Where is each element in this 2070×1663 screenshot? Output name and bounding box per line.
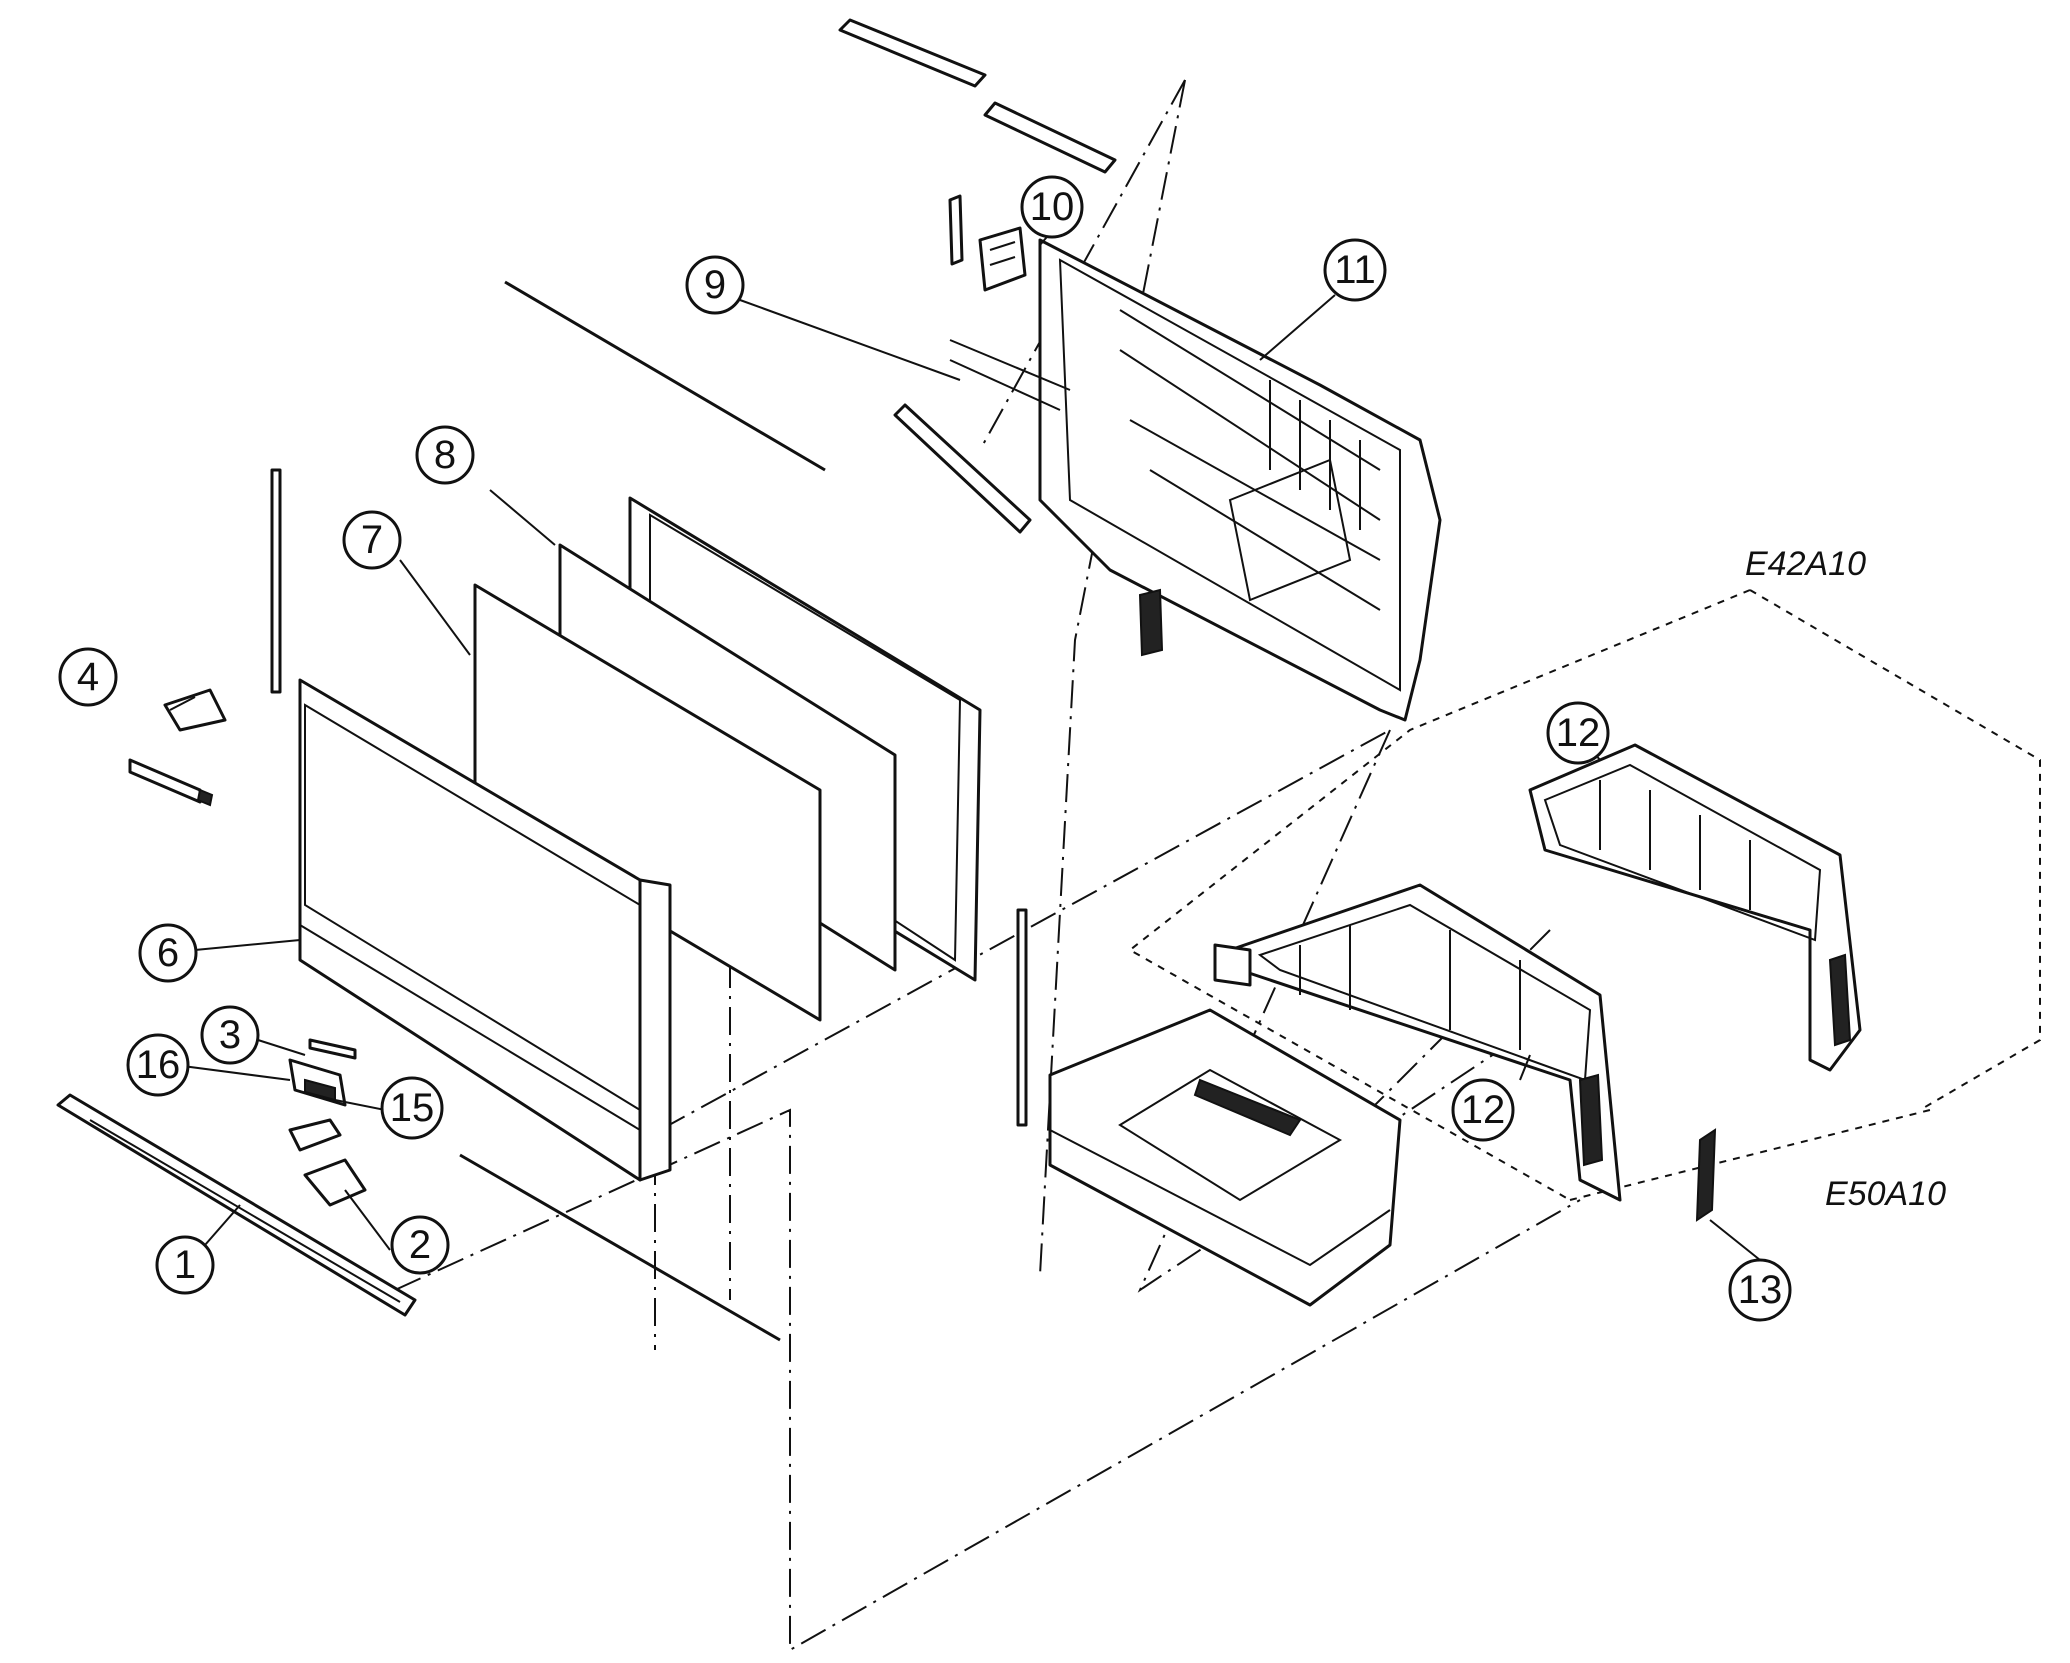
callout-11-label: 11 (1334, 248, 1376, 292)
callout-10-label: 10 (1030, 185, 1075, 229)
callout-6-label: 6 (157, 931, 179, 975)
part-12-lower-cabinet (1213, 883, 1622, 1202)
callout-3-label: 3 (219, 1013, 241, 1057)
callout-16: 16 (126, 1033, 190, 1097)
part-9-bar (893, 339, 1071, 534)
callout-4: 4 (58, 647, 118, 707)
leader-lines (169, 209, 1761, 1261)
part-10-bracket (948, 194, 1027, 292)
callout-2: 2 (390, 1215, 450, 1275)
e42a10-group-outline (1128, 589, 2041, 1201)
callout-15-label: 15 (390, 1086, 435, 1130)
part-6-front-frame (298, 678, 672, 1182)
part-4-bracket (128, 688, 227, 807)
callout-1: 1 (155, 1235, 215, 1295)
center-strip (1016, 908, 1028, 1127)
part-11-rear-cabinet (1038, 238, 1442, 722)
callout-8-label: 8 (434, 433, 456, 477)
callout-11: 11 (1323, 238, 1387, 302)
callout-1-label: 1 (174, 1243, 196, 1287)
callout-12-upper-label: 12 (1556, 711, 1601, 755)
variant-label-e50a10: E50A10 (1825, 1175, 1946, 1213)
callout-12-lower-label: 12 (1461, 1088, 1506, 1132)
callout-7-label: 7 (361, 518, 383, 562)
top-bar-parts (838, 18, 1117, 174)
callout-16-label: 16 (136, 1043, 181, 1087)
callout-13-label: 13 (1738, 1268, 1783, 1312)
base-stand (1048, 1008, 1402, 1307)
callout-12-upper: 12 (1546, 701, 1610, 765)
bottom-bar (459, 1153, 781, 1342)
callout-13: 13 (1728, 1258, 1792, 1322)
callout-6: 6 (138, 923, 198, 983)
variant-label-e42a10: E42A10 (1745, 545, 1866, 583)
callout-10: 10 (1020, 175, 1084, 239)
part-13-plate (1695, 1128, 1717, 1222)
callout-7: 7 (342, 510, 402, 570)
part-7-sheet (473, 583, 822, 1022)
callout-12-lower: 12 (1451, 1078, 1515, 1142)
callout-3: 3 (200, 1005, 260, 1065)
callout-9-label: 9 (704, 263, 726, 307)
part-1-trim-bar (56, 1093, 417, 1317)
callout-8: 8 (415, 425, 475, 485)
callout-9: 9 (685, 255, 745, 315)
callout-15: 15 (380, 1076, 444, 1140)
part-12-upper-cabinet (1528, 743, 1862, 1072)
left-strip (270, 468, 282, 694)
callout-4-label: 4 (77, 655, 99, 699)
callout-2-label: 2 (409, 1223, 431, 1267)
parts-3-15-16-cluster (288, 1038, 357, 1152)
